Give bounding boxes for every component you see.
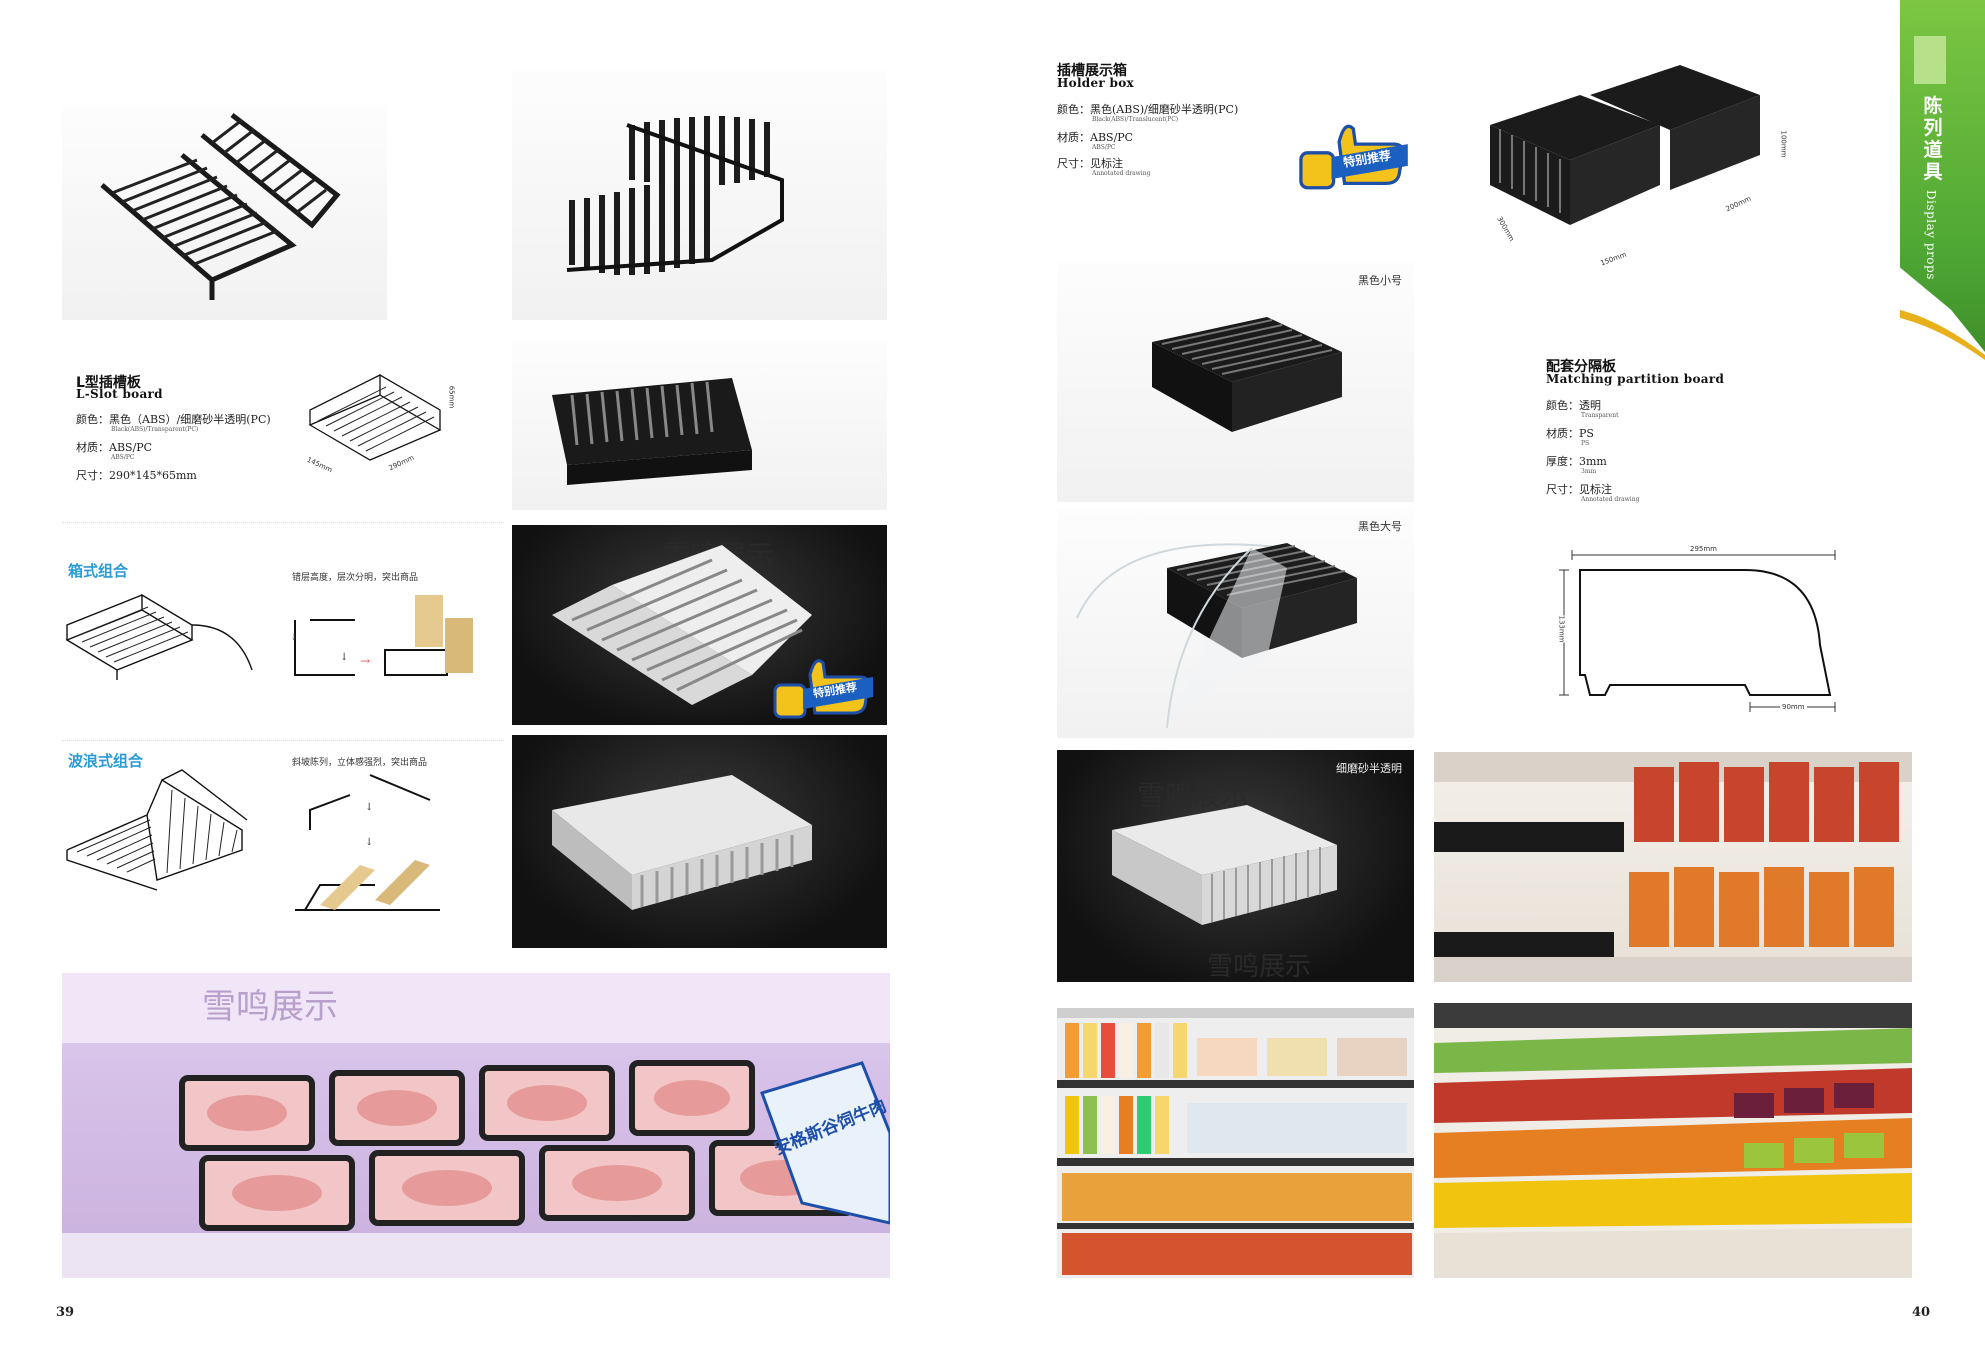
holder-spec-size: 尺寸：见标注 Annotated drawing (1057, 157, 1151, 178)
photo-holder-frosted: 雪鸣展示 雪鸣展示 细磨砂半透明 (1057, 750, 1414, 982)
partition-dim-width: 295mm (1688, 545, 1719, 553)
partition-dim-base: 90mm (1780, 703, 1807, 711)
wave-combo-drawing (62, 760, 262, 910)
partition-dim-height: 133mm (1557, 615, 1566, 643)
box-combo-title: 箱式组合 (68, 562, 129, 580)
svg-text:↓: ↓ (290, 632, 298, 643)
partition-spec-color: 颜色：透明 Transparent (1546, 399, 1619, 420)
box-combo-caption: 错层高度，层次分明，突出商品 (292, 573, 419, 583)
left-divider-1 (62, 522, 504, 523)
holder-dim-height: 100mm (1779, 130, 1788, 158)
side-tab-title-en: Display props (1924, 190, 1938, 280)
partition-spec-thickness: 厚度：3mm 3mm (1546, 455, 1607, 476)
photo-holder-small-black: 黑色小号 (1057, 262, 1414, 502)
photo-store-meat: 雪鸣展示 安格斯谷饲牛肉 (62, 973, 890, 1278)
special-recommend-badge-left: 特别推荐 (765, 655, 875, 730)
side-tab: 陈列道具 Display props (1900, 0, 1985, 352)
photo-frosted-box: 雪鸣展示 (512, 735, 887, 948)
l-slot-dim-height: 65mm (447, 385, 456, 409)
variant-small-black-label: 黑色小号 (1358, 274, 1402, 287)
wave-combo-caption: 斜坡陈列，立体感强烈，突出商品 (292, 758, 428, 768)
side-tab-square (1914, 36, 1946, 84)
l-slot-title-cn: L型插槽板 (76, 375, 141, 391)
left-divider-2 (62, 740, 504, 741)
svg-text:雪鸣展示: 雪鸣展示 (1207, 952, 1311, 982)
l-slot-drawing: 65mm 290mm 145mm (300, 365, 460, 480)
holder-box-title-cn: 插槽展示箱 (1057, 63, 1127, 79)
box-combo-drawing (62, 580, 262, 690)
photo-l-slot-pair (62, 105, 387, 320)
photo-holder-box-pair: 300mm 150mm 200mm 100mm (1470, 55, 1810, 290)
l-slot-spec-material: 材质：ABS/PC ABS/PC (76, 441, 153, 462)
svg-text:雪鸣展示: 雪鸣展示 (202, 987, 338, 1027)
photo-holder-large-black: 黑色大号 (1057, 508, 1414, 738)
special-recommend-badge-right: 特别推荐 (1290, 120, 1410, 202)
box-combo-diagram: → ↓ ↓ (290, 590, 480, 680)
partition-spec-material: 材质：PS PS (1546, 427, 1594, 448)
holder-spec-color: 颜色：黑色(ABS)/细磨砂半透明(PC) Black(ABS)/Translu… (1057, 103, 1239, 124)
page-number-right: 40 (1912, 1305, 1931, 1320)
svg-text:↓: ↓ (340, 652, 348, 663)
variant-frosted-label: 细磨砂半透明 (1336, 762, 1402, 775)
l-slot-spec-color: 颜色：黑色（ABS）/细磨砂半透明(PC) Black(ABS)/Transpa… (76, 413, 271, 434)
photo-l-slot-stepped (512, 70, 887, 320)
variant-large-black-label: 黑色大号 (1358, 520, 1402, 533)
l-slot-spec-size: 尺寸：290*145*65mm (76, 469, 197, 482)
holder-box-title-en: Holder box (1057, 76, 1134, 90)
photo-store-snacks (1434, 752, 1912, 982)
holder-spec-material: 材质：ABS/PC ABS/PC (1057, 131, 1134, 152)
l-slot-title-en: L-Slot board (76, 387, 163, 401)
svg-text:→: → (360, 654, 370, 668)
partition-title-en: Matching partition board (1546, 372, 1725, 386)
partition-drawing: 295mm 133mm 90mm (1550, 545, 1850, 715)
photo-l-slot-single (512, 340, 887, 510)
photo-frosted-l-slot: 雪鸣展示 (512, 525, 887, 725)
partition-spec-size: 尺寸：见标注 Annotated drawing (1546, 483, 1640, 504)
side-tab-title-cn: 陈列道具 (1923, 95, 1943, 183)
svg-text:↓: ↓ (365, 802, 373, 813)
wave-combo-title: 波浪式组合 (68, 752, 144, 770)
svg-text:雪鸣展示: 雪鸣展示 (1137, 779, 1249, 812)
photo-store-fruit (1434, 1003, 1912, 1278)
svg-text:↓: ↓ (365, 837, 373, 848)
partition-title-cn: 配套分隔板 (1546, 359, 1616, 375)
page-number-left: 39 (56, 1305, 75, 1320)
side-tab-accent (1900, 300, 1985, 360)
photo-store-drinks (1057, 1008, 1414, 1278)
wave-combo-diagram: ↓ ↓ (290, 770, 450, 915)
